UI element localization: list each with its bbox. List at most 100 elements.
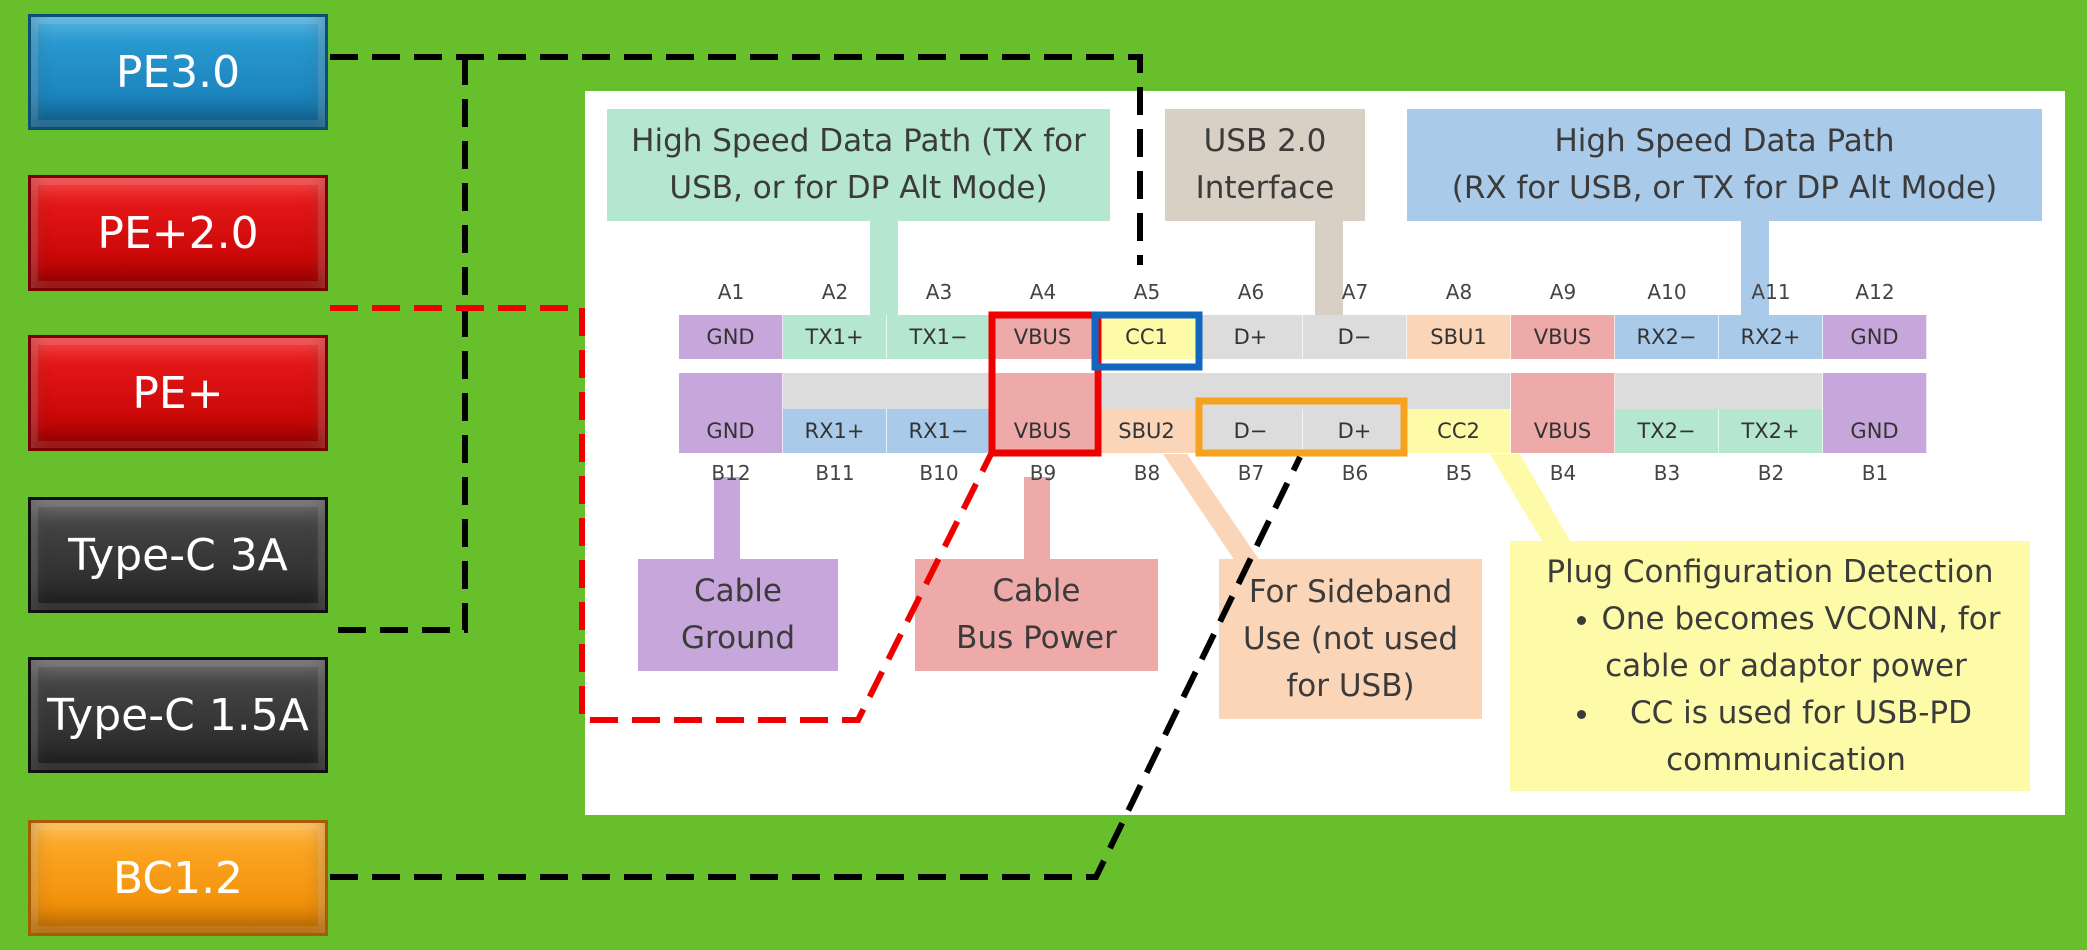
middle-gnd-left <box>679 373 783 415</box>
pe30-wire <box>330 54 1143 265</box>
pin-b9: VBUS <box>991 409 1095 453</box>
pin-label-a7: A7 <box>1341 280 1369 304</box>
ground-line1: Cable <box>693 573 782 609</box>
pin-b8: SBU2 <box>1095 409 1199 453</box>
ground-line2: Ground <box>680 620 796 656</box>
hs-tx-group: High Speed Data Path (TX for USB, or for… <box>607 109 1110 221</box>
sideband-line3: for USB) <box>1286 667 1415 704</box>
bullet1-line1: One becomes VCONN, for <box>1601 600 2001 637</box>
pin-label-b2: B2 <box>1757 461 1785 485</box>
pin-a4: VBUS <box>991 315 1095 359</box>
middle-vbus-right <box>1511 373 1615 415</box>
cc-pointer <box>1490 454 1573 546</box>
pin-label-b7: B7 <box>1237 461 1265 485</box>
pin-label-a3: A3 <box>925 280 953 304</box>
pin-a9: VBUS <box>1511 315 1615 359</box>
pin-label-b5: B5 <box>1445 461 1473 485</box>
pin-label-b8: B8 <box>1133 461 1161 485</box>
pin-label-a11: A11 <box>1751 280 1791 304</box>
pe-plus-20-button[interactable]: PE+2.0 <box>28 175 328 291</box>
pin-a12: GND <box>1823 315 1927 359</box>
pin-label-b4: B4 <box>1549 461 1577 485</box>
plug-config-bullet-1: One becomes VCONN, for cable or adaptor … <box>1602 596 2001 690</box>
pin-label-a10: A10 <box>1647 280 1687 304</box>
pin-b12: GND <box>679 409 783 453</box>
pin-label-a8: A8 <box>1445 280 1473 304</box>
pin-b2: TX2+ <box>1719 409 1823 453</box>
bus-power-group: Cable Bus Power <box>915 559 1158 671</box>
pin-a8: SBU1 <box>1407 315 1511 359</box>
pin-b10: RX1− <box>887 409 991 453</box>
pin-a7: D− <box>1303 315 1407 359</box>
pin-a6: D+ <box>1199 315 1303 359</box>
usb2-line1: USB 2.0 <box>1203 123 1327 159</box>
bullet2-line2: communication <box>1666 741 1906 778</box>
usb2-line2: Interface <box>1195 170 1335 206</box>
hs-rx-line2: (RX for USB, or TX for DP Alt Mode) <box>1451 170 1998 206</box>
sideband-line2: Use (not used <box>1242 620 1459 657</box>
pe30-button[interactable]: PE3.0 <box>28 14 328 130</box>
pin-label-b11: B11 <box>815 461 855 485</box>
usb2-stem <box>1315 221 1343 329</box>
bc12-wire <box>330 455 1303 880</box>
pin-b5: CC2 <box>1407 409 1511 453</box>
type-c-3a-button[interactable]: Type-C 3A <box>28 497 328 613</box>
pin-a11: RX2+ <box>1719 315 1823 359</box>
pin-label-a6: A6 <box>1237 280 1265 304</box>
middle-grey-2 <box>1095 373 1511 415</box>
type-c-3a-wire <box>330 57 468 633</box>
middle-gnd-right <box>1823 373 1927 415</box>
hs-tx-stem <box>870 221 898 329</box>
bus-power-line1: Cable <box>992 573 1081 609</box>
bc12-button[interactable]: BC1.2 <box>28 820 328 936</box>
usb2-highlight-box <box>1195 397 1408 457</box>
pointer-wedges <box>1163 454 1573 561</box>
bullet2-line1: CC is used for USB-PD <box>1629 694 1972 731</box>
usb2-group: USB 2.0 Interface <box>1165 109 1365 221</box>
pin-label-b6: B6 <box>1341 461 1369 485</box>
plug-config-list: One becomes VCONN, for cable or adaptor … <box>1540 596 2001 784</box>
pin-label-a9: A9 <box>1549 280 1577 304</box>
pin-b1: GND <box>1823 409 1927 453</box>
pin-label-b1: B1 <box>1861 461 1889 485</box>
plug-config-title: Plug Configuration Detection <box>1546 553 1994 590</box>
sideband-group: For Sideband Use (not used for USB) <box>1219 559 1482 719</box>
pin-a2: TX1+ <box>783 315 887 359</box>
pin-label-a2: A2 <box>821 280 849 304</box>
vbus-highlight-box <box>988 311 1102 457</box>
pin-label-a5: A5 <box>1133 280 1161 304</box>
pin-label-a1: A1 <box>717 280 745 304</box>
pe-plus-button[interactable]: PE+ <box>28 335 328 451</box>
pin-label-a4: A4 <box>1029 280 1057 304</box>
pin-b11: RX1+ <box>783 409 887 453</box>
hs-rx-stem <box>1741 221 1769 329</box>
pin-b7: D− <box>1199 409 1303 453</box>
pin-a3: TX1− <box>887 315 991 359</box>
plug-config-bullet-2: CC is used for USB-PD communication <box>1602 690 2001 784</box>
type-c-15a-button[interactable]: Type-C 1.5A <box>28 657 328 773</box>
hs-tx-line2: USB, or for DP Alt Mode) <box>669 170 1048 206</box>
pin-label-a12: A12 <box>1855 280 1895 304</box>
usb-c-pinout-panel: High Speed Data Path (TX for USB, or for… <box>585 91 2065 815</box>
middle-grey-3 <box>1615 373 1823 415</box>
pin-label-b3: B3 <box>1653 461 1681 485</box>
pin-label-b10: B10 <box>919 461 959 485</box>
hs-tx-line1: High Speed Data Path (TX for <box>631 123 1086 159</box>
pin-b6: D+ <box>1303 409 1407 453</box>
pin-a1: GND <box>679 315 783 359</box>
hs-rx-group: High Speed Data Path (RX for USB, or TX … <box>1407 109 2042 221</box>
cc1-highlight-box <box>1091 311 1203 371</box>
sideband-pointer <box>1163 454 1260 561</box>
bullet1-line2: cable or adaptor power <box>1605 647 1967 684</box>
pe-plus-20-wire <box>330 305 995 723</box>
pin-b3: TX2− <box>1615 409 1719 453</box>
pin-label-b9: B9 <box>1029 461 1057 485</box>
hs-rx-line1: High Speed Data Path <box>1554 123 1895 159</box>
plug-config-group: Plug Configuration Detection One becomes… <box>1510 541 2030 791</box>
pin-b4: VBUS <box>1511 409 1615 453</box>
pin-label-b12: B12 <box>711 461 751 485</box>
middle-vbus-left <box>991 373 1095 415</box>
ground-group: Cable Ground <box>638 559 838 671</box>
pin-a10: RX2− <box>1615 315 1719 359</box>
